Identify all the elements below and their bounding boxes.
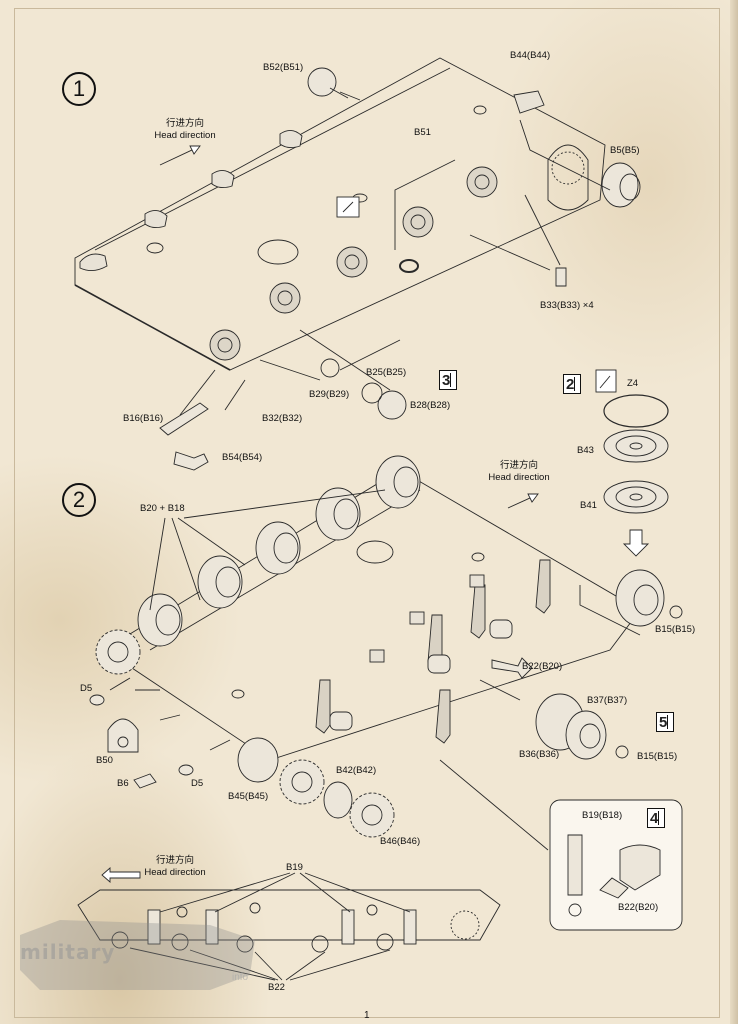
- watermark-suffix: info: [232, 972, 249, 983]
- page-number: 1: [364, 1010, 370, 1021]
- direction-en: Head direction: [144, 867, 206, 878]
- part-label-b5: B5(B5): [610, 145, 640, 156]
- head-direction-1: 行进方向 Head direction: [150, 118, 220, 142]
- part-label-b42: B42(B42): [336, 765, 377, 776]
- part-label-b44: B44(B44): [510, 50, 551, 61]
- sub-step-2-number: 2: [566, 376, 575, 393]
- part-label-b28: B28(B28): [410, 400, 451, 411]
- part-label-b45: B45(B45): [228, 791, 269, 802]
- part-label-b22-main: B22(B20): [522, 661, 563, 672]
- part-label-z4: Z4: [627, 378, 639, 389]
- sub-step-5: 5: [656, 712, 674, 732]
- part-label-b20-b18: B20 + B18: [140, 503, 185, 514]
- page-edge: [730, 0, 738, 1024]
- part-label-b25: B25(B25): [366, 367, 407, 378]
- part-label-d5-right: D5: [191, 778, 204, 789]
- step-number-2: 2: [62, 483, 96, 517]
- part-label-b52: B52(B51): [263, 62, 304, 73]
- direction-cn: 行进方向: [155, 855, 194, 866]
- sub-step-5-number: 5: [659, 714, 668, 731]
- part-label-b50: B50: [96, 755, 113, 766]
- direction-en: Head direction: [154, 130, 216, 141]
- part-label-b43: B43: [577, 445, 594, 456]
- sub-step-4: 4: [647, 808, 665, 828]
- part-label-b19-b18: B19(B18): [582, 810, 623, 821]
- sub-step-3: 3: [439, 370, 457, 390]
- inset-box: [549, 799, 683, 931]
- part-label-b32: B32(B32): [262, 413, 303, 424]
- watermark-logo: military: [20, 940, 116, 964]
- part-label-b19: B19: [286, 862, 303, 873]
- side-view-hull: [77, 889, 501, 941]
- direction-cn: 行进方向: [499, 460, 538, 471]
- head-direction-2: 行进方向 Head direction: [484, 460, 554, 484]
- sub-step-3-number: 3: [442, 372, 451, 389]
- part-label-b37: B37(B37): [587, 695, 628, 706]
- part-label-b29: B29(B29): [309, 389, 350, 400]
- part-label-b22-inset: B22(B20): [618, 902, 659, 913]
- direction-en: Head direction: [488, 472, 550, 483]
- part-label-b41: B41: [580, 500, 597, 511]
- part-label-b22: B22: [268, 982, 285, 993]
- step-number-1: 1: [62, 72, 96, 106]
- part-label-b16: B16(B16): [123, 413, 164, 424]
- part-label-b6: B6: [117, 778, 129, 789]
- part-label-b15-bottom: B15(B15): [637, 751, 678, 762]
- part-label-b51: B51: [414, 127, 431, 138]
- head-direction-3: 行进方向 Head direction: [140, 855, 210, 879]
- part-label-b15-top: B15(B15): [655, 624, 696, 635]
- sub-step-2: 2: [563, 374, 581, 394]
- part-label-b46: B46(B46): [380, 836, 421, 847]
- part-label-b36: B36(B36): [519, 749, 560, 760]
- part-label-b54: B54(B54): [222, 452, 263, 463]
- part-label-b33: B33(B33) ×4: [540, 300, 594, 311]
- part-label-d5-left: D5: [80, 683, 93, 694]
- sub-step-4-number: 4: [650, 810, 659, 827]
- direction-cn: 行进方向: [165, 118, 204, 129]
- page-frame: [14, 8, 720, 1018]
